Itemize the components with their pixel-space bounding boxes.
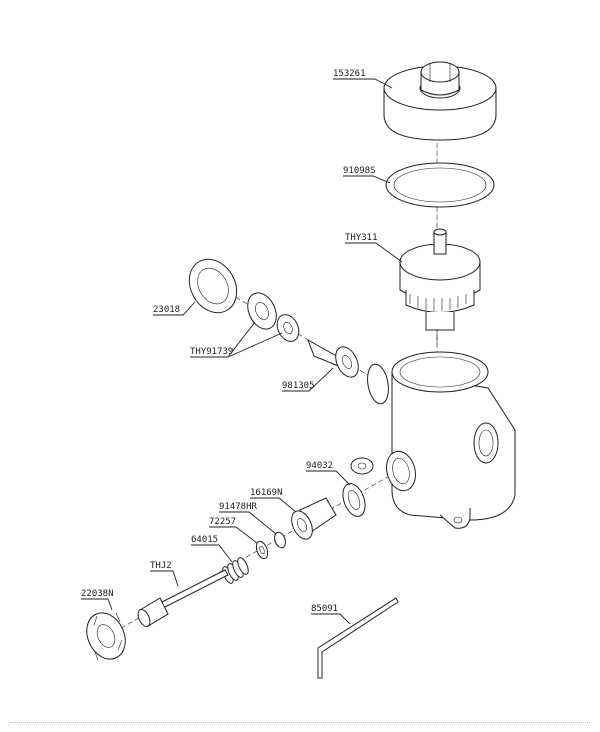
label-rod: THJ2 [150, 561, 172, 571]
label-cap: 153261 [333, 69, 366, 79]
leader-lines [81, 78, 403, 625]
label-spring: 64015 [191, 535, 218, 545]
label-body-insert: 16169N [250, 488, 283, 498]
valve-body [350, 351, 516, 529]
part-labels: 153261 91098S THY311 23018 THY91739 9813… [81, 69, 378, 614]
label-nut2: 22038N [81, 589, 114, 599]
hex-key-part [317, 597, 399, 679]
label-cap-seal: 91098S [343, 166, 376, 176]
label-oring: 94032 [306, 461, 333, 471]
cap-seal-part [385, 162, 495, 208]
rod-part [137, 569, 229, 627]
washer2-part [255, 540, 269, 560]
cap-part [383, 61, 497, 141]
cartridge-part [399, 228, 481, 345]
footer-divider [10, 722, 590, 723]
pin-part [307, 338, 359, 378]
label-washer2: 72257 [209, 517, 236, 527]
label-cartridge: THY311 [345, 233, 378, 243]
oring-part [342, 483, 366, 517]
label-pin: 981305 [282, 381, 315, 391]
nut-part [188, 258, 238, 314]
label-hex-key: 85091 [311, 604, 338, 614]
small-ring-part [274, 531, 286, 549]
label-nut: 23018 [153, 305, 180, 315]
nut2-part [86, 612, 126, 661]
label-washers: THY91739 [190, 347, 233, 357]
insert-part [291, 497, 337, 540]
label-small-ring: 91478HR [219, 502, 258, 512]
washers-part [247, 292, 300, 342]
